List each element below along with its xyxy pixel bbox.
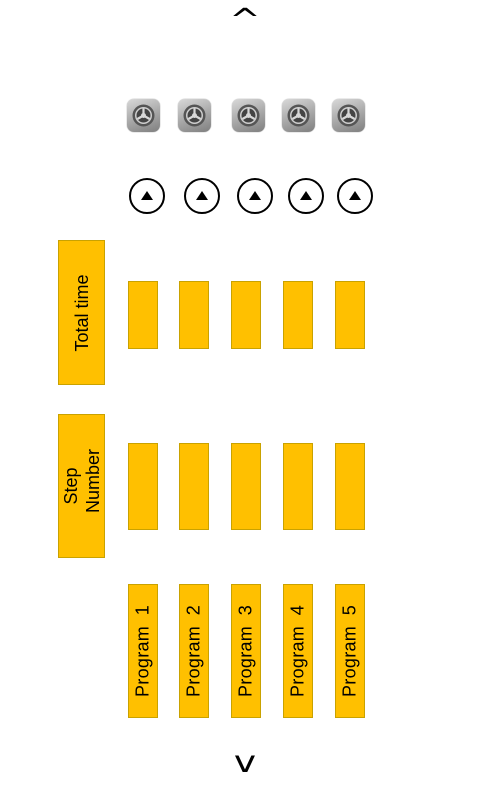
program-1-button[interactable]: Program 1 (128, 584, 158, 718)
gear-icon (337, 104, 360, 127)
total-time-value-2 (179, 281, 209, 349)
up-arrow-icon (300, 191, 312, 200)
step-number-value-1 (128, 443, 158, 530)
gear-icon (132, 104, 155, 127)
step-number-value-5 (335, 443, 365, 530)
up-arrow-icon (249, 191, 261, 200)
up-arrow-icon (196, 191, 208, 200)
program-4-button[interactable]: Program 4 (283, 584, 313, 718)
program-label: Program 3 (235, 604, 256, 698)
gear-icon (237, 104, 260, 127)
total-time-value-1 (128, 281, 158, 349)
step-number-label: Step Number (58, 414, 105, 558)
total-time-value-3 (231, 281, 261, 349)
step-number-label-text: Step Number (60, 448, 103, 514)
program-3-button[interactable]: Program 3 (231, 584, 261, 718)
settings-gear-icon-1[interactable] (127, 99, 160, 132)
settings-gear-icon-2[interactable] (178, 99, 211, 132)
total-time-label: Total time (58, 240, 105, 385)
settings-gear-icon-4[interactable] (282, 99, 315, 132)
move-up-button-4[interactable] (288, 178, 324, 214)
program-label: Program 4 (287, 604, 308, 698)
step-number-value-3 (231, 443, 261, 530)
total-time-value-4 (283, 281, 313, 349)
move-up-button-5[interactable] (337, 178, 373, 214)
up-arrow-icon (141, 191, 153, 200)
program-label: Program 5 (339, 604, 360, 698)
move-up-button-3[interactable] (237, 178, 273, 214)
total-time-label-text: Total time (71, 273, 92, 352)
move-up-button-2[interactable] (184, 178, 220, 214)
settings-gear-icon-3[interactable] (232, 99, 265, 132)
gear-icon (183, 104, 206, 127)
up-arrow-icon (349, 191, 361, 200)
settings-gear-icon-5[interactable] (332, 99, 365, 132)
program-2-button[interactable]: Program 2 (179, 584, 209, 718)
program-5-button[interactable]: Program 5 (335, 584, 365, 718)
scroll-up-button[interactable]: ^ (229, 2, 261, 38)
gear-icon (287, 104, 310, 127)
step-number-value-2 (179, 443, 209, 530)
program-label: Program 2 (183, 604, 204, 698)
step-number-value-4 (283, 443, 313, 530)
move-up-button-1[interactable] (129, 178, 165, 214)
program-label: Program 1 (132, 604, 153, 698)
scroll-down-button[interactable]: v (233, 744, 257, 780)
total-time-value-5 (335, 281, 365, 349)
